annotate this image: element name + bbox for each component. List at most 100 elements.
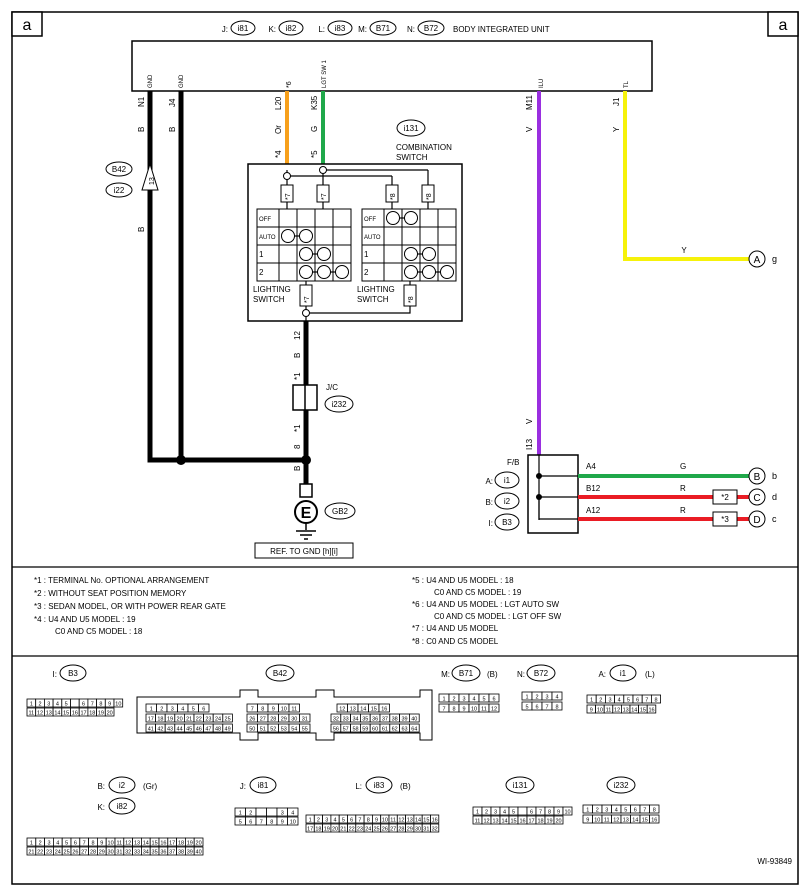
connector-pin-number: 1 xyxy=(442,696,445,702)
connector-pin-number: 26 xyxy=(249,716,255,722)
connector-pin-number: 8 xyxy=(654,697,657,703)
unit-conn-id-m: B71 xyxy=(376,24,391,33)
connector-pin-number: 5 xyxy=(525,704,528,710)
fb-conn-id-b: i2 xyxy=(504,497,511,506)
pin-color-j1: Y xyxy=(612,126,621,132)
connector-pin-number: 8 xyxy=(555,704,558,710)
switch-cell xyxy=(383,226,403,246)
connector-pin-number: 9 xyxy=(375,817,378,823)
switch-name-line2: SWITCH xyxy=(396,153,428,162)
connector-pin-number: 14 xyxy=(501,818,507,824)
violet-pin-i13: I13 xyxy=(525,438,534,450)
opt-s7-a: *7 xyxy=(285,193,292,200)
connector-pin-number: 8 xyxy=(653,807,656,813)
cv-suffix-b71: (B) xyxy=(487,670,498,679)
connector-pin-number: 11 xyxy=(117,840,123,846)
connector-pin-number: 6 xyxy=(530,809,533,815)
connector-pin-number: 2 xyxy=(599,697,602,703)
notes-right: *5 : U4 AND U5 MODEL : 18 C0 AND C5 MODE… xyxy=(412,576,562,646)
connector-pin-number: 52 xyxy=(270,726,276,732)
connector-pin-number: 9 xyxy=(281,819,284,825)
corner-box-right xyxy=(767,11,799,37)
connector-pin-number: 9 xyxy=(590,707,593,713)
marker-pin-13: 13 xyxy=(149,177,156,185)
connector-pin-number: 5 xyxy=(192,706,195,712)
switch-cell xyxy=(278,262,298,282)
unit-conn-id-j: i81 xyxy=(238,24,249,33)
connector-pin xyxy=(649,814,660,824)
connector-pin-number: 36 xyxy=(372,716,378,722)
connector-pin-number: 51 xyxy=(260,726,266,732)
connector-pin-number: 3 xyxy=(281,810,284,816)
connector-pin-number: 7 xyxy=(358,817,361,823)
page-frame xyxy=(11,11,799,885)
connector-pin-number: 16 xyxy=(72,710,78,716)
connector-pin-number: 17 xyxy=(528,818,534,824)
connector-pin-number: 26 xyxy=(72,849,78,855)
connector-pin-number: 2 xyxy=(485,809,488,815)
out-star2: *2 xyxy=(721,493,729,502)
pin-color-l20: Or xyxy=(274,125,283,134)
unit-conn-oval-k xyxy=(278,20,304,36)
note-r3: *6 : U4 AND U5 MODEL : LGT AUTO SW xyxy=(412,600,559,609)
switch-ground-wire: 12 B *1 *1 8 B xyxy=(293,321,309,484)
note-l2: *2 : WITHOUT SEAT POSITION MEMORY xyxy=(34,589,187,598)
connector-pin-number: 8 xyxy=(261,706,264,712)
switch-row-label: 1 xyxy=(259,250,264,259)
out-color-g: G xyxy=(680,462,686,471)
connector-pin xyxy=(113,698,124,708)
gb2-id: GB2 xyxy=(332,507,349,516)
connector-pin-number: 14 xyxy=(415,817,421,823)
connector-pin-number: 3 xyxy=(605,807,608,813)
connector-pin xyxy=(104,707,115,717)
fb-conn-prefix-a: A: xyxy=(485,477,493,486)
connector-pin-number: 3 xyxy=(171,706,174,712)
connector-pin-number: 5 xyxy=(482,696,485,702)
connector-pin-number: 3 xyxy=(545,694,548,700)
connector-pin-number: 23 xyxy=(205,716,211,722)
lighting-label-right-2: SWITCH xyxy=(357,295,389,304)
connector-pin-number: 15 xyxy=(423,817,429,823)
connector-pin-number: 22 xyxy=(196,716,202,722)
lighting-label-left-2: SWITCH xyxy=(253,295,285,304)
pin-name-j4: GND xyxy=(179,74,185,88)
connector-pin-number: 8 xyxy=(548,809,551,815)
connector-pin-number: 6 xyxy=(636,697,639,703)
connector-pin-number: 22 xyxy=(37,849,43,855)
connector-pin-number: 13 xyxy=(46,710,52,716)
connector-pin-number: 58 xyxy=(352,726,358,732)
switch-cell xyxy=(278,244,298,264)
connector-pin-number: 6 xyxy=(350,817,353,823)
connector-pin-number: 19 xyxy=(98,710,104,716)
unit-pin-names: GND GND *6 LGT SW 1 ILU TL xyxy=(148,59,630,88)
connector-pin-number: 4 xyxy=(615,807,618,813)
connector-pin-number: 11 xyxy=(606,707,612,713)
pin-term-k35: K35 xyxy=(310,95,319,110)
switch-contact xyxy=(299,247,313,261)
connector-pin-number: 17 xyxy=(148,716,154,722)
switch-contact xyxy=(404,265,418,279)
connector-pin-number: 8 xyxy=(99,701,102,707)
switch-contact xyxy=(422,265,436,279)
connector-pin xyxy=(193,846,204,856)
unit-title: BODY INTEGRATED UNIT xyxy=(453,25,550,34)
unit-conn-oval-j xyxy=(230,20,256,36)
connector-pin-number: 5 xyxy=(512,809,515,815)
connector-pin-number: 34 xyxy=(143,849,149,855)
cv-prefix-i81: J: xyxy=(240,782,246,791)
out-dest-b: B xyxy=(754,472,761,483)
connector-pin-number: 5 xyxy=(65,840,68,846)
cv-id-i1: i1 xyxy=(620,669,627,678)
connector-pin xyxy=(517,806,528,816)
cv-id-i83: i83 xyxy=(374,781,385,790)
connector-pin-number: 19 xyxy=(324,826,330,832)
connector-pin-number: 48 xyxy=(215,726,221,732)
unit-connector-list: J: i81 K: i82 L: i83 M: B71 N: B72 BODY … xyxy=(222,20,550,36)
connector-pin-number: 1 xyxy=(476,809,479,815)
switch-cell xyxy=(314,226,334,246)
connector-pin-number: 60 xyxy=(372,726,378,732)
connector-pin-number: 35 xyxy=(152,849,158,855)
connector-pin xyxy=(70,698,80,708)
note-l4: *4 : U4 AND U5 MODEL : 19 xyxy=(34,615,136,624)
out-dest-d: D xyxy=(753,515,760,526)
